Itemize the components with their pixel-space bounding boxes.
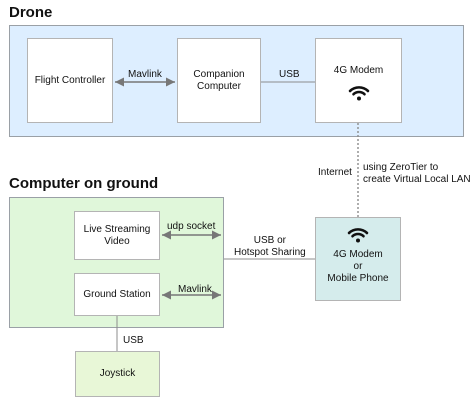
usb-drone-label: USB [279,69,300,80]
mavlink-ground-label: Mavlink [178,284,212,295]
zerotier-label: using ZeroTier to create Virtual Local L… [363,162,471,185]
usb-joystick-label: USB [123,335,144,346]
companion-computer-box: Companion Computer [177,38,261,123]
drone-modem-label: 4G Modem [333,64,384,76]
wifi-icon [348,85,369,100]
modem-phone-box: 4G Modem or Mobile Phone [315,217,401,301]
modem-phone-label: 4G Modem or Mobile Phone [327,249,389,284]
usb-hotspot-label: USB or Hotspot Sharing [234,235,306,258]
drone-section-title: Drone [9,4,53,21]
drone-modem-box: 4G Modem [315,38,402,123]
ground-station-box: Ground Station [74,273,160,316]
wifi-icon [347,228,369,243]
joystick-box: Joystick [75,351,160,397]
ground-section-title: Computer on ground [9,175,159,192]
udp-socket-label: udp socket [167,221,216,232]
mavlink-drone-label: Mavlink [128,69,162,80]
internet-label: Internet [318,167,352,178]
flight-controller-box: Flight Controller [27,38,113,123]
live-streaming-box: Live Streaming Video [74,211,160,260]
